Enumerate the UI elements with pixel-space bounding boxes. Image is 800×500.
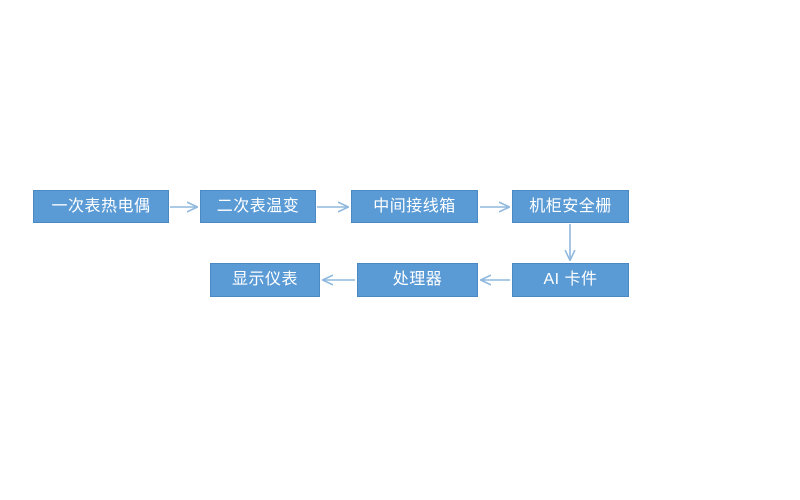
- node-label: AI 卡件: [543, 271, 598, 288]
- node-label: 二次表温变: [216, 197, 300, 215]
- node-label: 显示仪表: [231, 271, 298, 288]
- node-primary-thermocouple[interactable]: 一次表热电偶: [33, 190, 169, 223]
- node-label: 中间接线箱: [373, 197, 456, 215]
- node-processor[interactable]: 处理器: [357, 263, 478, 297]
- node-ai-card[interactable]: AI 卡件: [512, 263, 629, 297]
- node-display-instrument[interactable]: 显示仪表: [210, 263, 320, 297]
- node-label: 机柜安全栅: [529, 197, 612, 215]
- node-secondary-transmitter[interactable]: 二次表温变: [200, 190, 316, 223]
- node-label: 一次表热电偶: [51, 197, 151, 215]
- node-cabinet-safety-barrier[interactable]: 机柜安全栅: [512, 190, 629, 223]
- node-junction-box[interactable]: 中间接线箱: [351, 190, 478, 223]
- node-label: 处理器: [392, 271, 443, 288]
